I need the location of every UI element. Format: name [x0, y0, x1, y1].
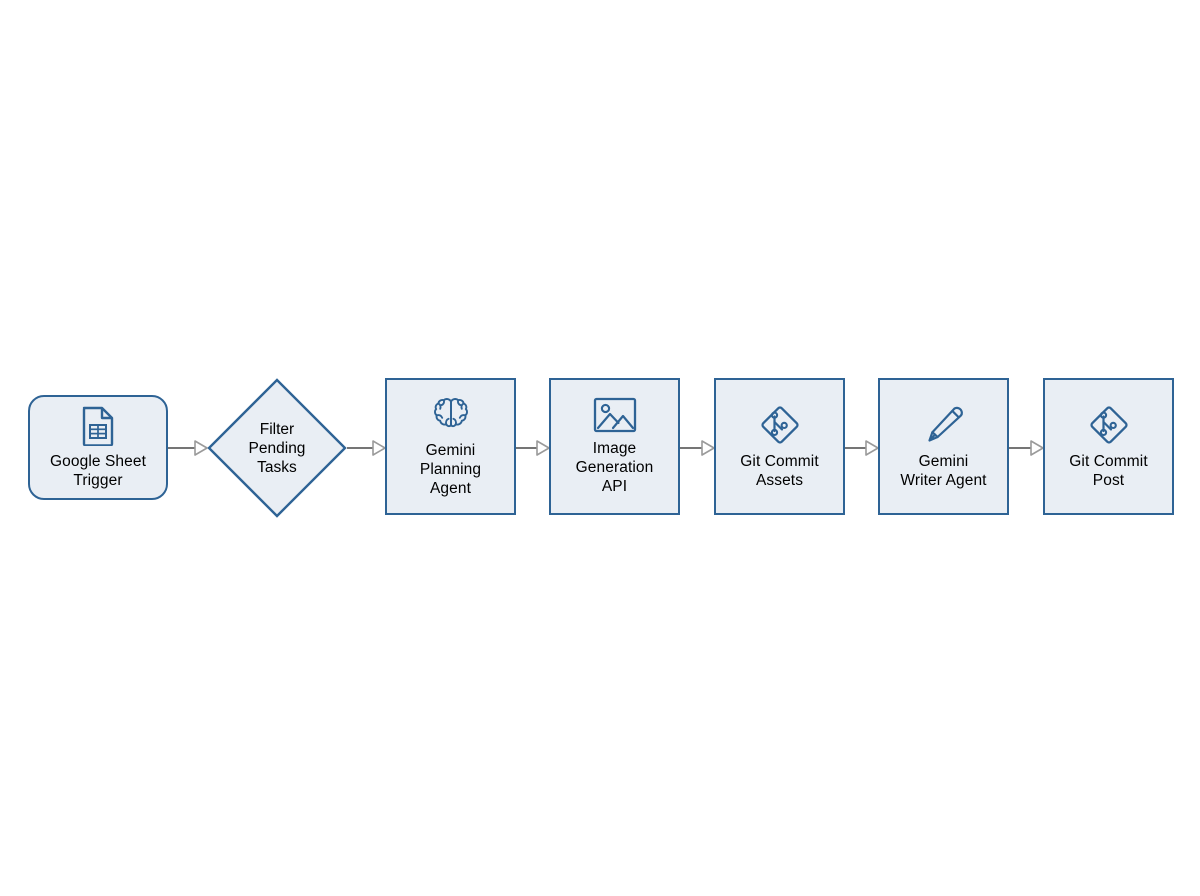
connector-image-to-git-assets [680, 439, 715, 457]
node-label-gemini-planning-agent: Gemini Planning Agent [419, 442, 482, 497]
node-label-git-commit-post: Git Commit Post [1069, 452, 1148, 489]
node-label-image-generation-api: Image Generation API [575, 440, 654, 495]
node-label-filter-pending-tasks: Filter Pending Tasks [248, 420, 306, 476]
diamond-shape [207, 378, 347, 518]
image-icon [593, 397, 637, 433]
google-sheets-icon [81, 406, 115, 447]
connector-git-assets-to-writer [845, 439, 879, 457]
node-google-sheet-trigger[interactable]: Google Sheet Trigger [28, 395, 168, 500]
node-git-commit-assets[interactable]: Git Commit Assets [714, 378, 845, 515]
connector-planning-to-image [516, 439, 550, 457]
git-icon [1088, 404, 1130, 446]
connector-trigger-to-filter [168, 439, 208, 457]
node-filter-pending-tasks[interactable]: Filter Pending Tasks [207, 378, 347, 518]
node-label-git-commit-assets: Git Commit Assets [740, 452, 819, 489]
node-gemini-writer-agent[interactable]: Gemini Writer Agent [878, 378, 1009, 515]
connector-filter-to-planning [347, 439, 386, 457]
pencil-icon [923, 404, 965, 446]
brain-icon [430, 395, 472, 435]
node-label-google-sheet-trigger: Google Sheet Trigger [50, 452, 146, 489]
node-image-generation-api[interactable]: Image Generation API [549, 378, 680, 515]
connector-writer-to-git-post [1009, 439, 1044, 457]
node-git-commit-post[interactable]: Git Commit Post [1043, 378, 1174, 515]
node-label-gemini-writer-agent: Gemini Writer Agent [900, 452, 987, 489]
node-gemini-planning-agent[interactable]: Gemini Planning Agent [385, 378, 516, 515]
git-icon [759, 404, 801, 446]
